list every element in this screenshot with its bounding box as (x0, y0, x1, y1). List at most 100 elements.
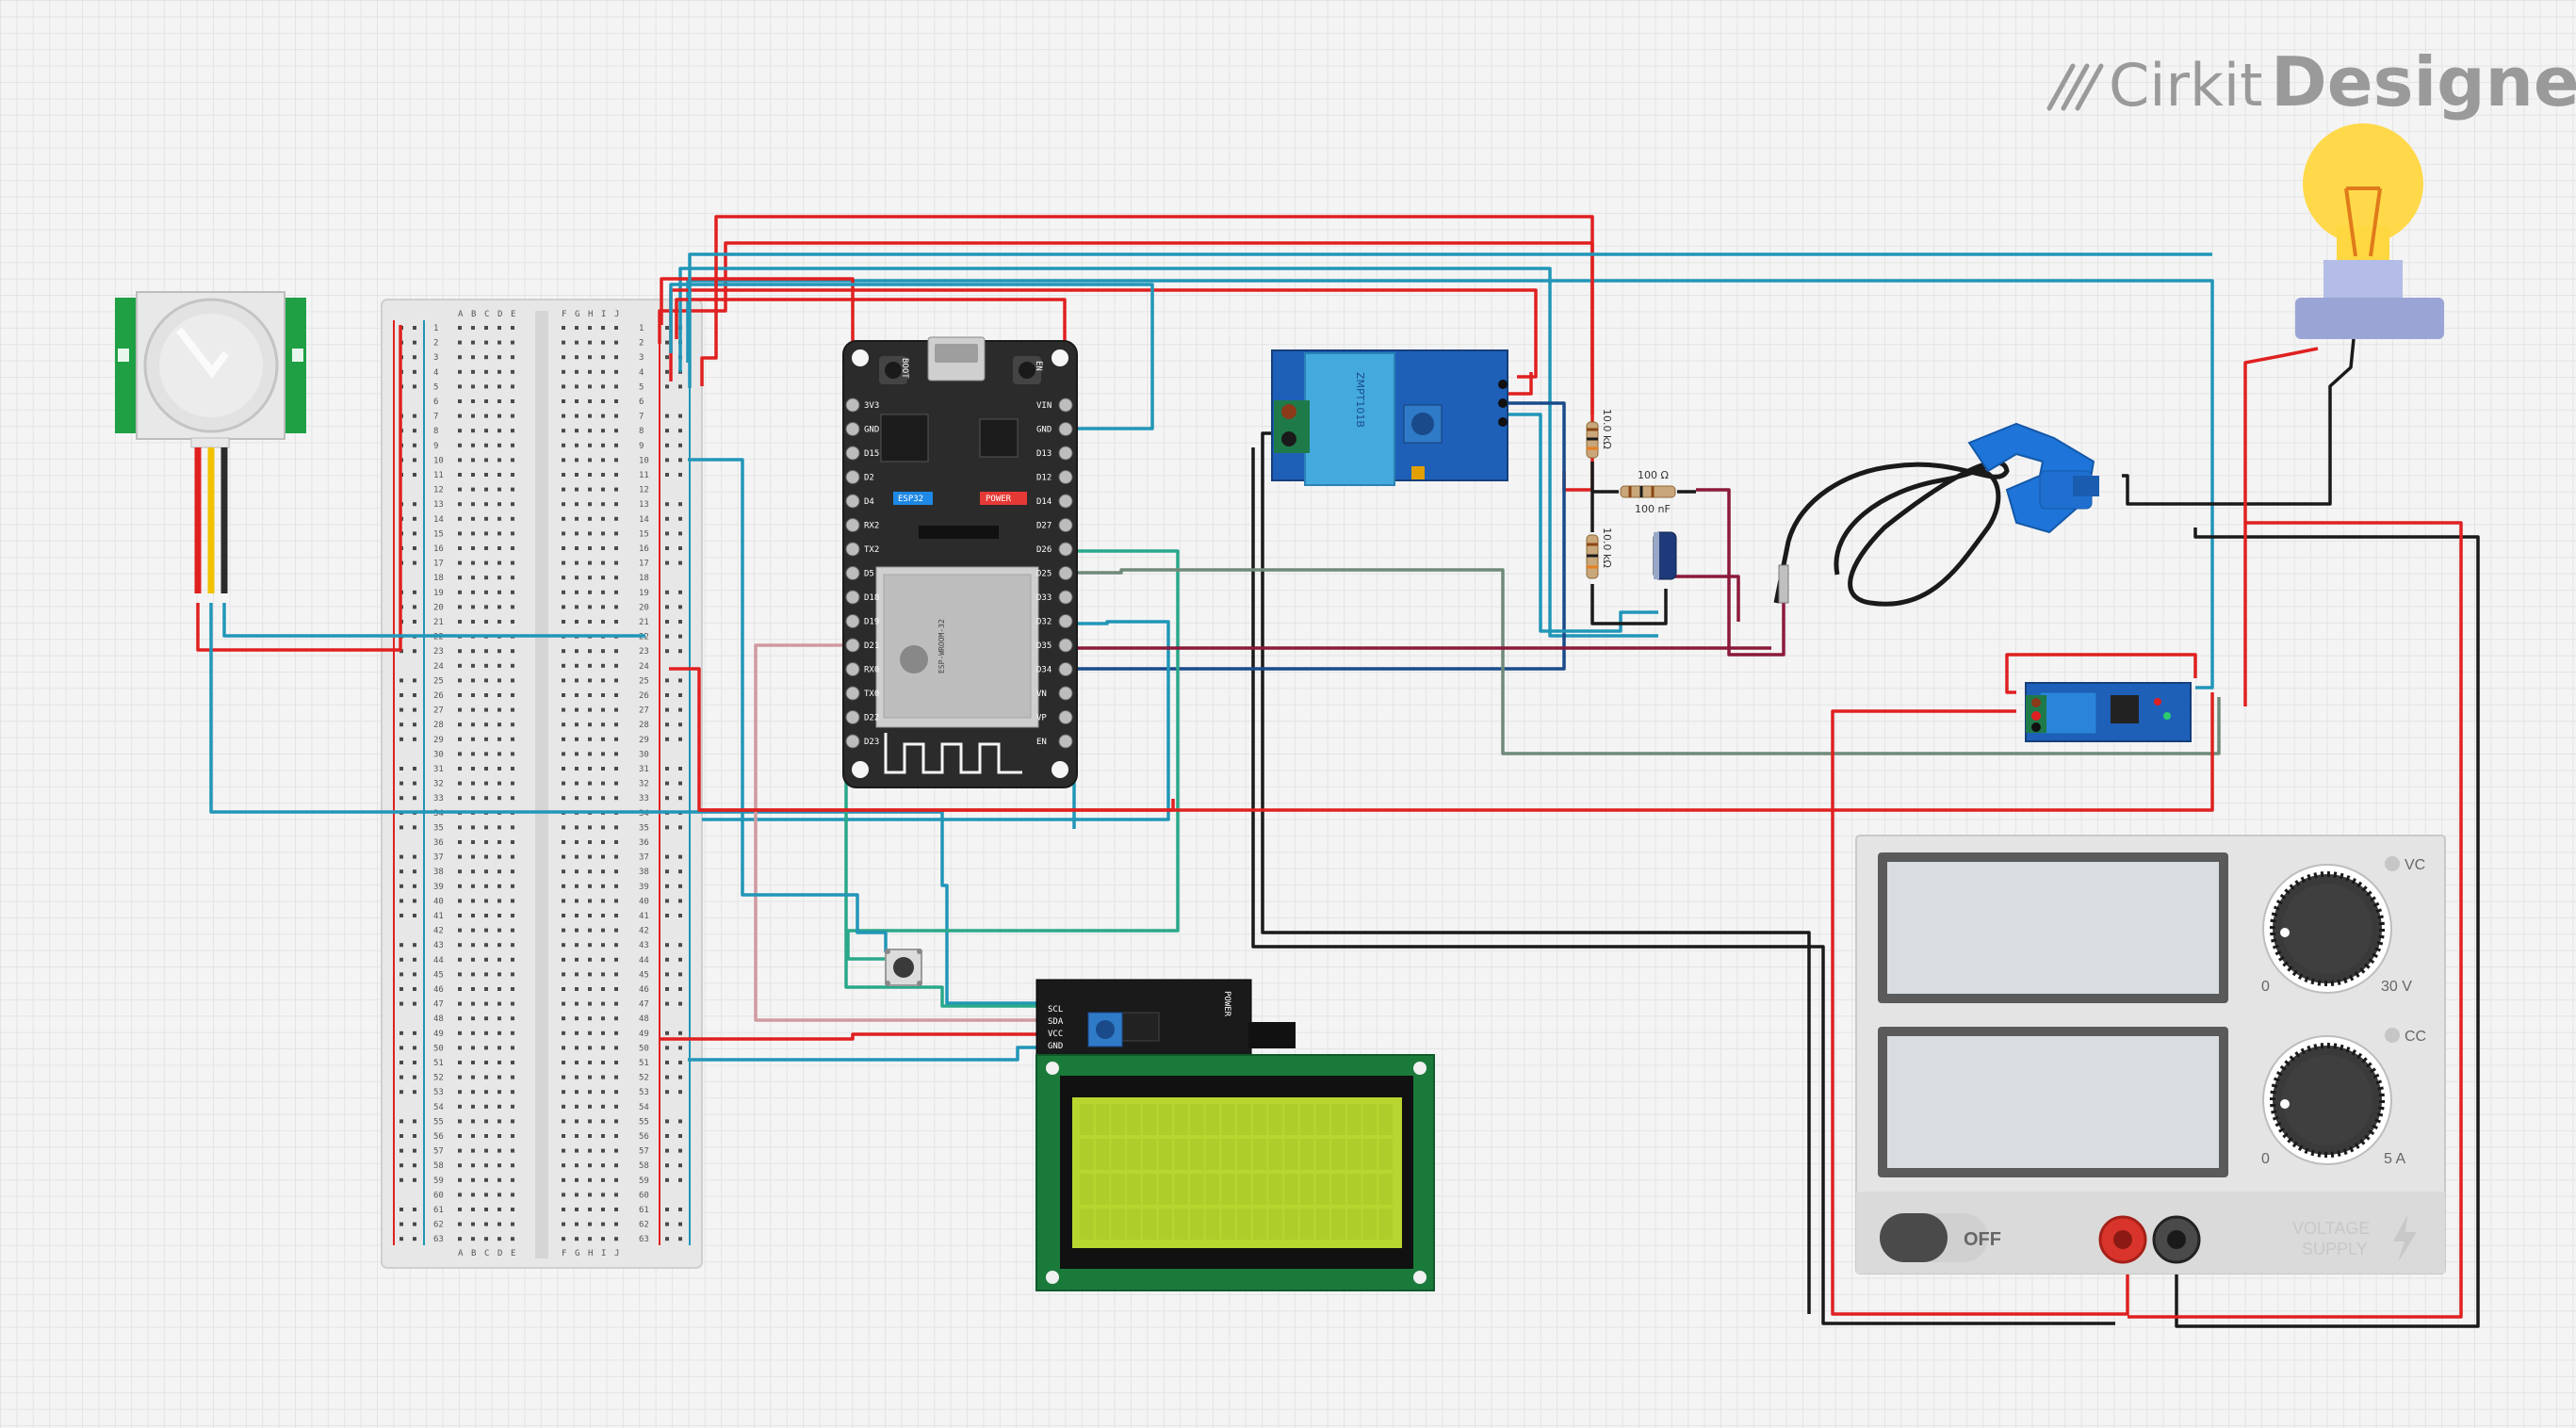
breadboard-hole[interactable] (562, 928, 565, 933)
breadboard-hole[interactable] (575, 560, 579, 565)
breadboard-hole[interactable] (562, 840, 565, 844)
breadboard-hole[interactable] (497, 1075, 501, 1079)
breadboard-hole[interactable] (497, 443, 501, 447)
breadboard-hole[interactable] (588, 458, 592, 462)
breadboard-hole[interactable] (497, 840, 501, 844)
rail-hole[interactable] (665, 1046, 669, 1050)
breadboard-hole[interactable] (601, 531, 605, 536)
breadboard-hole[interactable] (458, 458, 462, 462)
rail-hole[interactable] (678, 693, 682, 697)
esp32-pin[interactable] (845, 734, 860, 749)
breadboard-hole[interactable] (471, 326, 475, 330)
breadboard-hole[interactable] (562, 1134, 565, 1138)
esp32-pin[interactable] (1058, 566, 1073, 580)
esp32-pin[interactable] (1058, 422, 1073, 436)
breadboard-hole[interactable] (484, 663, 488, 668)
rail-hole[interactable] (413, 1134, 416, 1138)
breadboard-hole[interactable] (497, 943, 501, 948)
breadboard-hole[interactable] (497, 326, 501, 330)
breadboard-hole[interactable] (497, 707, 501, 712)
breadboard-hole[interactable] (484, 1046, 488, 1050)
rail-hole[interactable] (399, 1208, 403, 1211)
esp32-pin[interactable] (1058, 662, 1073, 676)
breadboard-hole[interactable] (588, 943, 592, 948)
rail-hole[interactable] (413, 1030, 416, 1035)
breadboard-hole[interactable] (588, 576, 592, 580)
rail-hole[interactable] (665, 854, 669, 859)
rail-hole[interactable] (665, 781, 669, 786)
breadboard-hole[interactable] (471, 752, 475, 756)
esp32-pin[interactable] (845, 662, 860, 676)
breadboard-hole[interactable] (484, 869, 488, 874)
breadboard-hole[interactable] (562, 546, 565, 550)
breadboard-hole[interactable] (601, 1030, 605, 1035)
breadboard-hole[interactable] (562, 854, 565, 859)
breadboard-hole[interactable] (614, 384, 618, 389)
rail-hole[interactable] (665, 1090, 669, 1095)
breadboard-hole[interactable] (588, 663, 592, 668)
breadboard-hole[interactable] (601, 722, 605, 727)
breadboard-hole[interactable] (601, 576, 605, 580)
rail-hole[interactable] (678, 943, 682, 948)
breadboard-hole[interactable] (614, 722, 618, 727)
breadboard-hole[interactable] (458, 678, 462, 683)
breadboard-hole[interactable] (458, 340, 462, 345)
breadboard-hole[interactable] (511, 384, 514, 389)
breadboard-hole[interactable] (614, 458, 618, 462)
breadboard-hole[interactable] (588, 443, 592, 447)
breadboard-hole[interactable] (497, 516, 501, 521)
breadboard-hole[interactable] (511, 443, 514, 447)
breadboard-hole[interactable] (562, 825, 565, 830)
breadboard-hole[interactable] (588, 737, 592, 741)
breadboard-hole[interactable] (471, 1030, 475, 1035)
rail-hole[interactable] (413, 854, 416, 859)
rail-hole[interactable] (413, 605, 416, 609)
rail-hole[interactable] (678, 707, 682, 712)
breadboard-hole[interactable] (588, 928, 592, 933)
breadboard-hole[interactable] (588, 1208, 592, 1211)
breadboard-hole[interactable] (588, 1001, 592, 1006)
breadboard-hole[interactable] (562, 1237, 565, 1241)
resistor-10k-bottom[interactable]: 10.0 kΩ (1586, 527, 1613, 579)
breadboard-hole[interactable] (471, 663, 475, 668)
breadboard-hole[interactable] (601, 1016, 605, 1021)
breadboard-hole[interactable] (601, 796, 605, 801)
breadboard-hole[interactable] (471, 1016, 475, 1021)
rail-hole[interactable] (665, 531, 669, 536)
breadboard-hole[interactable] (575, 722, 579, 727)
breadboard-hole[interactable] (511, 781, 514, 786)
breadboard-hole[interactable] (562, 899, 565, 903)
breadboard-hole[interactable] (601, 928, 605, 933)
breadboard-hole[interactable] (614, 781, 618, 786)
breadboard-hole[interactable] (614, 972, 618, 977)
breadboard-hole[interactable] (588, 678, 592, 683)
breadboard-hole[interactable] (471, 840, 475, 844)
rail-hole[interactable] (399, 722, 403, 727)
breadboard-hole[interactable] (588, 1090, 592, 1095)
breadboard-hole[interactable] (458, 884, 462, 888)
breadboard-hole[interactable] (614, 1148, 618, 1153)
breadboard-hole[interactable] (484, 796, 488, 801)
breadboard-hole[interactable] (601, 502, 605, 507)
rail-hole[interactable] (665, 693, 669, 697)
breadboard-hole[interactable] (484, 590, 488, 594)
breadboard-hole[interactable] (588, 840, 592, 844)
breadboard-hole[interactable] (511, 399, 514, 403)
breadboard-hole[interactable] (601, 1090, 605, 1095)
breadboard-hole[interactable] (601, 781, 605, 786)
breadboard-hole[interactable] (471, 516, 475, 521)
breadboard-hole[interactable] (484, 972, 488, 977)
breadboard-hole[interactable] (497, 678, 501, 683)
rail-hole[interactable] (678, 825, 682, 830)
rail-hole[interactable] (665, 384, 669, 389)
wire-lcd-gnd[interactable] (688, 1046, 1065, 1062)
breadboard-hole[interactable] (471, 987, 475, 991)
breadboard-hole[interactable] (588, 854, 592, 859)
breadboard-hole[interactable] (511, 620, 514, 624)
breadboard-hole[interactable] (497, 560, 501, 565)
breadboard-hole[interactable] (588, 399, 592, 403)
esp32-pin[interactable] (1058, 686, 1073, 701)
breadboard-hole[interactable] (484, 531, 488, 536)
breadboard-hole[interactable] (575, 1046, 579, 1050)
breadboard-hole[interactable] (588, 605, 592, 609)
